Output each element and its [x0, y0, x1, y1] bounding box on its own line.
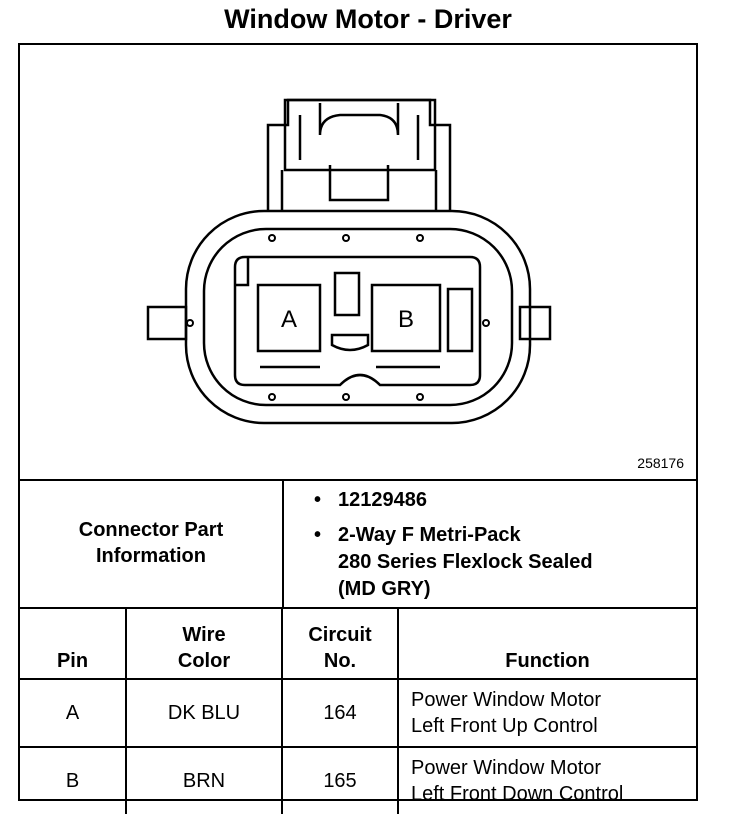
- bullet-icon: •: [314, 489, 322, 511]
- row-pin: B: [20, 747, 127, 814]
- row-wire-color: BRN: [126, 747, 283, 814]
- header-wire-color: Wire Color: [126, 609, 283, 680]
- pin-a-label: A: [281, 306, 297, 333]
- connector-info-list: • 12129486 • 2-Way F Metri-Pack 280 Series…: [310, 487, 690, 603]
- part-number-item: • 12129486: [310, 487, 690, 514]
- header-circuit-no: Circuit No.: [282, 609, 399, 680]
- pin-a-terminal: [256, 283, 322, 353]
- table-row: B BRN 165 Power Window Motor Left Front …: [20, 747, 696, 814]
- bullet-icon: •: [314, 524, 322, 546]
- connector-info-label-text: Connector Part Information: [78, 519, 224, 567]
- connector-type: 2-Way F Metri-Pack 280 Series Flexlock S…: [338, 524, 593, 600]
- center-key: [333, 271, 361, 317]
- latch-housing: [266, 98, 452, 211]
- page-title: Window Motor - Driver: [224, 4, 512, 34]
- connector-type-item: • 2-Way F Metri-Pack 280 Series Flexlock …: [310, 522, 690, 603]
- connector-sheet: A B 258176 Connector Part Information • 1…: [18, 43, 698, 814]
- row-function: Power Window Motor Left Front Down Contr…: [411, 757, 624, 805]
- part-number: 12129486: [338, 489, 427, 511]
- header-pin: Pin: [20, 609, 127, 680]
- cavity: [233, 255, 482, 387]
- connector-inner-shell: [202, 227, 514, 407]
- row-wire-color: DK BLU: [126, 679, 283, 748]
- connector-diagram: A B 258176: [20, 45, 696, 481]
- connector-info-row: Connector Part Information • 12129486 • 2-…: [20, 479, 696, 609]
- left-ear: [146, 305, 188, 341]
- connector-drawing: A B: [146, 98, 552, 425]
- latch-tab: [283, 98, 437, 172]
- row-circuit: 165: [282, 747, 399, 814]
- connector-outer-shell: [184, 209, 532, 425]
- table-row: A DK BLU 164 Power Window Motor Left Fro…: [20, 679, 696, 748]
- pin-b-terminal: [370, 283, 442, 353]
- header-function: Function: [398, 609, 696, 680]
- pin-table: Pin Wire Color Circuit No. Function A DK…: [20, 609, 696, 814]
- row-circuit: 164: [282, 679, 399, 748]
- row-function: Power Window Motor Left Front Up Control: [398, 679, 696, 748]
- connector-info-label: Connector Part Information: [20, 479, 284, 607]
- right-ear: [518, 305, 552, 341]
- table-header-row: Pin Wire Color Circuit No. Function: [20, 609, 696, 680]
- row-pin: A: [20, 679, 127, 748]
- pin-b-label: B: [398, 306, 414, 333]
- figure-number: 258176: [637, 455, 684, 471]
